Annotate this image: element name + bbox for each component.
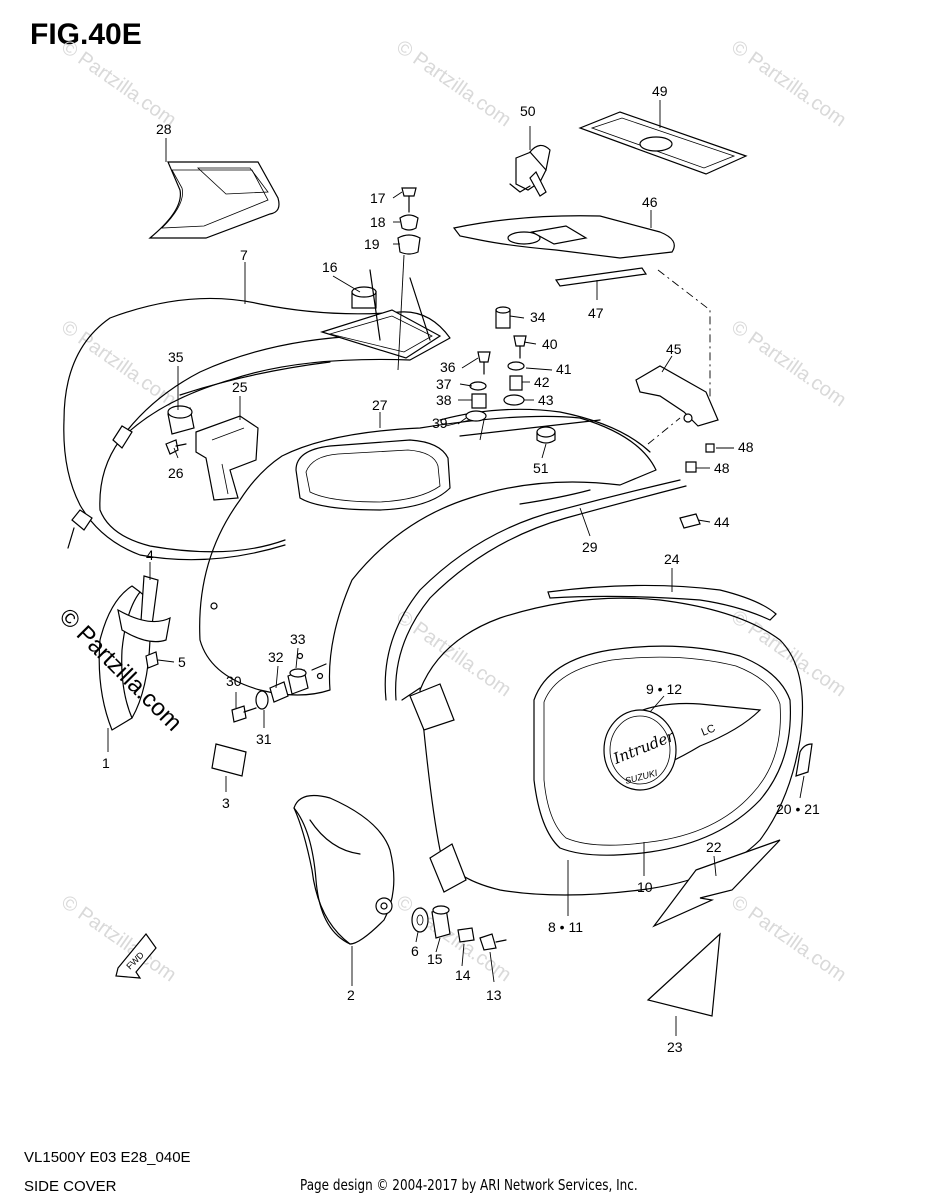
parts-17-19-stack xyxy=(397,187,421,371)
part-4-trim xyxy=(117,575,171,643)
emblem-roman: LC xyxy=(700,722,718,738)
part-9-12-emblem: Intruder LC SUZUKI xyxy=(603,702,762,791)
callout-20-21: 20 • 21 xyxy=(776,801,820,817)
parts-34-43-hardware xyxy=(465,306,527,441)
callout-47: 47 xyxy=(588,305,604,321)
callout-15: 15 xyxy=(427,951,443,967)
part-20-21-badge xyxy=(795,743,813,777)
callout-23: 23 xyxy=(667,1039,683,1055)
callout-29: 29 xyxy=(582,539,598,555)
callout-8-11: 8 • 11 xyxy=(548,919,583,935)
leader-lines xyxy=(107,100,805,1036)
callout-6: 6 xyxy=(411,943,419,959)
callout-10: 10 xyxy=(637,879,653,895)
part-45-bracket xyxy=(635,269,719,445)
callout-7: 7 xyxy=(240,247,248,263)
callout-50: 50 xyxy=(520,103,536,119)
callout-41: 41 xyxy=(556,361,572,377)
callout-42: 42 xyxy=(534,374,550,390)
fwd-arrow-icon: FWD xyxy=(115,933,157,979)
callout-25: 25 xyxy=(232,379,248,395)
watermark: © Partzilla.com xyxy=(727,316,850,411)
model-code: VL1500Y E03 E28_040E xyxy=(24,1149,191,1166)
part-28-pad xyxy=(148,161,280,239)
part-29-molding xyxy=(384,479,687,701)
part-51-grommet xyxy=(536,426,556,444)
page-credit: Page design © 2004-2017 by ARI Network S… xyxy=(300,1176,638,1194)
part-46-tail-cover xyxy=(452,215,675,259)
part-50-key-lock xyxy=(509,144,551,197)
callout-5: 5 xyxy=(178,654,186,670)
callout-4: 4 xyxy=(146,547,154,563)
callout-51: 51 xyxy=(533,460,549,476)
callout-44: 44 xyxy=(714,514,730,530)
callout-48-upper: 48 xyxy=(738,439,754,455)
callout-1: 1 xyxy=(102,755,110,771)
callout-39: 39 xyxy=(432,415,448,431)
callout-36: 36 xyxy=(440,359,456,375)
callout-49: 49 xyxy=(652,83,668,99)
figure-title: FIG.40E xyxy=(30,18,142,51)
callout-32: 32 xyxy=(268,649,284,665)
callout-labels: 1 2 3 4 5 6 7 8 • 11 9 • 12 10 13 14 15 … xyxy=(102,83,820,1055)
callout-26: 26 xyxy=(168,465,184,481)
callout-14: 14 xyxy=(455,967,471,983)
callout-31: 31 xyxy=(256,731,272,747)
callout-19: 19 xyxy=(364,236,380,252)
callout-24: 24 xyxy=(664,551,680,567)
callout-3: 3 xyxy=(222,795,230,811)
callout-46: 46 xyxy=(642,194,658,210)
part-35-grommet xyxy=(167,405,195,435)
callout-40: 40 xyxy=(542,336,558,352)
section-name: SIDE COVER xyxy=(24,1178,117,1195)
watermark: © Partzilla.com xyxy=(392,891,515,986)
part-23-sticker xyxy=(646,932,721,1017)
callout-18: 18 xyxy=(370,214,386,230)
part-48-bolt-upper xyxy=(705,443,715,453)
callout-9-12: 9 • 12 xyxy=(646,681,682,697)
parts-30-33-hardware xyxy=(231,663,327,723)
callout-2: 2 xyxy=(347,987,355,1003)
watermark: © Partzilla.com xyxy=(57,36,180,131)
callout-45: 45 xyxy=(666,341,682,357)
part-47-strip xyxy=(554,267,648,287)
watermark: © Partzilla.com xyxy=(392,606,515,701)
watermark: © Partzilla.com xyxy=(727,891,850,986)
callout-33: 33 xyxy=(290,631,306,647)
callout-16: 16 xyxy=(322,259,338,275)
callout-30: 30 xyxy=(226,673,242,689)
callout-48-lower: 48 xyxy=(714,460,730,476)
callout-17: 17 xyxy=(370,190,386,206)
watermark: © Partzilla.com xyxy=(727,36,850,131)
callout-28: 28 xyxy=(156,121,172,137)
watermark: © Partzilla.com xyxy=(392,36,515,131)
part-3-label xyxy=(211,743,247,777)
part-10-side-cover xyxy=(401,597,804,896)
callout-34: 34 xyxy=(530,309,546,325)
callout-27: 27 xyxy=(372,397,388,413)
part-49-pad xyxy=(578,111,748,175)
callout-43: 43 xyxy=(538,392,554,408)
part-48-bolt-lower xyxy=(685,461,697,473)
callout-13: 13 xyxy=(486,987,502,1003)
part-26-bolt xyxy=(165,439,187,455)
part-25-bracket xyxy=(195,415,259,501)
part-5-screw xyxy=(145,651,159,669)
part-27-rear-fender xyxy=(199,408,657,696)
part-7-side-cover xyxy=(63,297,451,561)
part-44-clip xyxy=(679,513,701,529)
part-22-sticker xyxy=(652,839,781,928)
part-24-molding xyxy=(547,584,777,621)
part-16-grommet xyxy=(351,269,431,341)
callout-38: 38 xyxy=(436,392,452,408)
callout-37: 37 xyxy=(436,376,452,392)
part-2-frame-cover xyxy=(293,795,467,945)
parts-6-15-hardware xyxy=(411,905,507,951)
callout-35: 35 xyxy=(168,349,184,365)
callout-22: 22 xyxy=(706,839,722,855)
